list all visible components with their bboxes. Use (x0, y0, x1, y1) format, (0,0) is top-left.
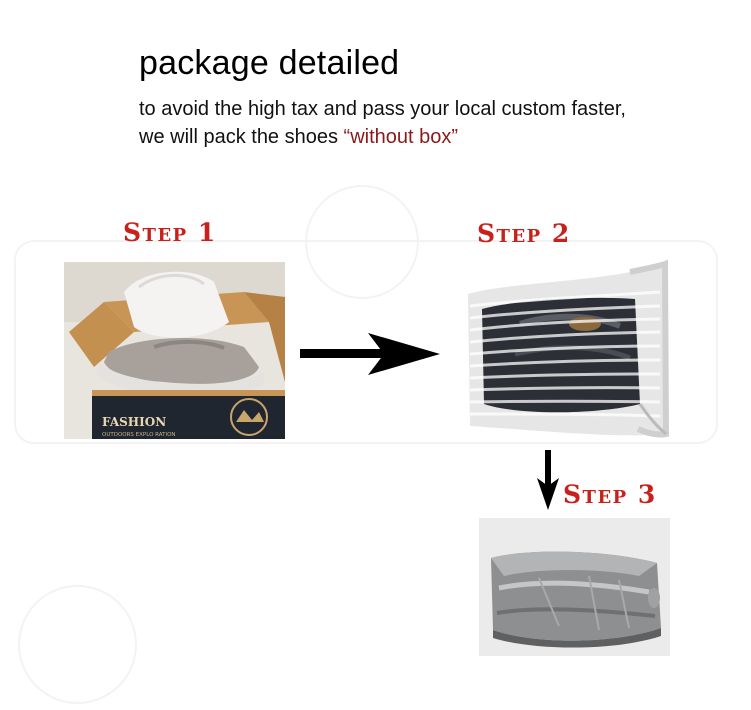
step-3-photo (479, 518, 670, 656)
description-line-1: to avoid the high tax and pass your loca… (139, 98, 626, 120)
step-1-photo: FASHION OUTDOORS EXPLO RATION (64, 262, 285, 439)
right-arrow-icon (300, 333, 440, 375)
step-3-label: Step 3 (563, 480, 657, 509)
box-tagline-text: OUTDOORS EXPLO RATION (102, 432, 176, 438)
shoebox-illustration: FASHION OUTDOORS EXPLO RATION (64, 262, 285, 439)
wrapped-package-illustration (479, 518, 670, 656)
watermark-circle (305, 185, 419, 299)
air-column-bag-illustration (460, 254, 671, 440)
description-line-2: we will pack the shoes “without box” (139, 126, 458, 149)
without-box-highlight: “without box” (343, 126, 459, 148)
step-2-photo (460, 254, 671, 440)
watermark-circle (18, 585, 137, 704)
description-line-2-text: we will pack the shoes (139, 126, 344, 148)
box-brand-text: FASHION (102, 415, 166, 429)
down-arrow-icon (537, 450, 559, 510)
step-1-label: Step 1 (123, 218, 217, 247)
step-2-label: Step 2 (477, 219, 571, 248)
page-title: package detailed (139, 44, 400, 82)
